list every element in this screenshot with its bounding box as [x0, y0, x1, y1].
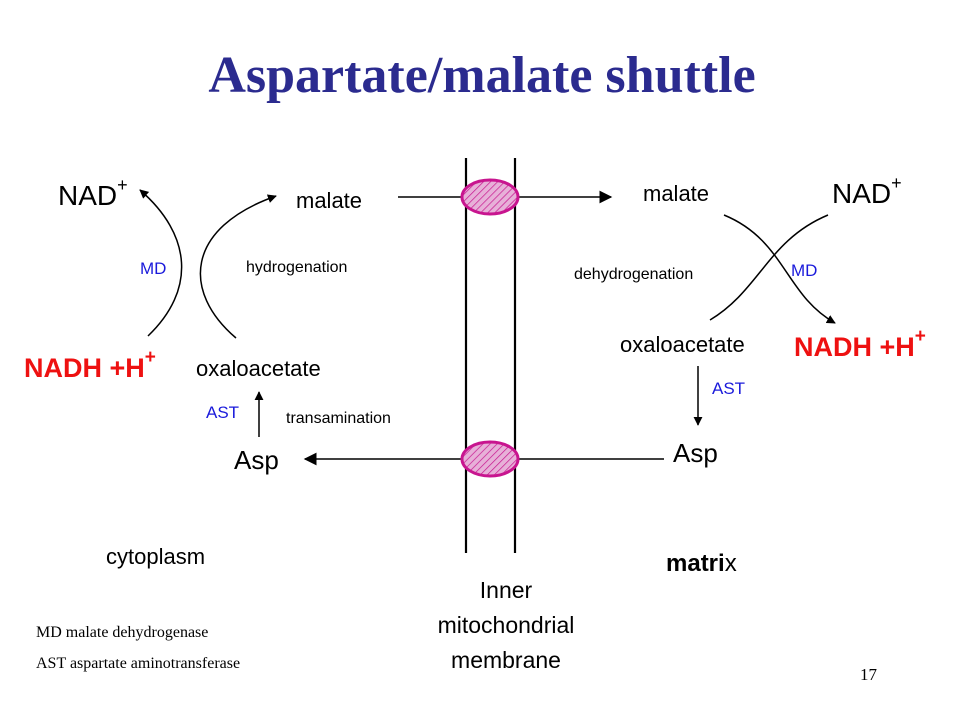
- membrane-label-line2: mitochondrial: [438, 612, 575, 638]
- legend-md: MD malate dehydrogenase: [36, 624, 208, 641]
- legend-ast: AST aspartate aminotransferase: [36, 655, 240, 672]
- malate-transporter-channel: [460, 178, 520, 216]
- matrix-nadh-curve-arrow: [723, 214, 836, 324]
- cyto-asp-label: Asp: [234, 445, 279, 475]
- cyto-ast-label: AST: [206, 403, 239, 422]
- slide-number: 17: [860, 665, 878, 684]
- cyto-malate-label: malate: [296, 188, 362, 213]
- membrane-label-line3: membrane: [451, 647, 561, 673]
- membrane-label-line1: Inner: [480, 577, 533, 603]
- cyto-malate-curve-arrow: [199, 194, 277, 339]
- matrix-nadh-charge: +: [915, 326, 926, 347]
- transamination-label: transamination: [286, 410, 391, 427]
- cytoplasm-label: cytoplasm: [106, 544, 205, 569]
- cyto-oxaloacetate-label: oxaloacetate: [196, 356, 321, 381]
- hydrogenation-label: hydrogenation: [246, 259, 347, 276]
- matrix-nadh-label: NADH +H+: [794, 326, 926, 362]
- cyto-nad-curve-arrow: [139, 189, 183, 337]
- cyto-nadh-charge: +: [145, 347, 156, 368]
- cyto-nad-charge: +: [117, 175, 128, 195]
- cyto-nadh-label: NADH +H+: [24, 347, 156, 383]
- dehydrogenation-label: dehydrogenation: [574, 266, 693, 283]
- cyto-md-label: MD: [140, 259, 166, 278]
- matrix-label-rest: x: [725, 550, 737, 577]
- matrix-label: matrix: [666, 550, 737, 577]
- matrix-oxaloacetate-label: oxaloacetate: [620, 332, 745, 357]
- cyto-nad-label: NAD+: [58, 175, 128, 211]
- matrix-ast-label: AST: [712, 379, 745, 398]
- matrix-nad-charge: +: [891, 173, 902, 193]
- page-title: Aspartate/malate shuttle: [208, 47, 755, 104]
- matrix-md-label: MD: [791, 261, 817, 280]
- matrix-label-bold: matri: [666, 550, 725, 577]
- matrix-nad-curve-arrow: [709, 214, 829, 321]
- matrix-nad-label: NAD+: [832, 173, 902, 209]
- matrix-asp-label: Asp: [673, 438, 718, 468]
- asp-transporter-channel: [460, 440, 520, 478]
- matrix-malate-label: malate: [643, 181, 709, 206]
